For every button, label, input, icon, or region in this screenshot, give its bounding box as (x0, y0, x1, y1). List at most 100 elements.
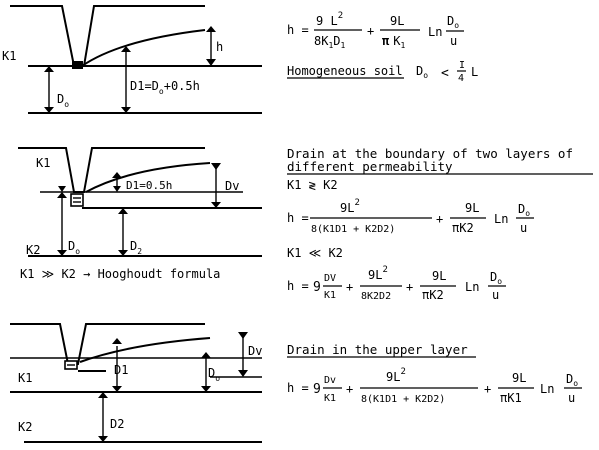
d1-arrow-bottom-1 (121, 107, 131, 113)
eq1-condition-l: L (471, 65, 478, 79)
d1-label-2: D1=0.5h (126, 179, 172, 192)
dv-label-3: Dv (248, 344, 262, 358)
eq1-h: h = (287, 23, 309, 37)
eq2-c-numerator: DV (324, 273, 336, 284)
d2-arrow-bottom-3 (98, 436, 108, 442)
eq2-a-numerator: 9L2 (340, 198, 360, 215)
eq1-condition-do: Do (416, 64, 428, 80)
eq2-ln: Ln (494, 212, 508, 226)
eq2-heading-line2: different permeability (287, 159, 453, 174)
hooghoudt-caption: K1 ≫ K2 → Hooghoudt formula (20, 267, 220, 281)
do-arrow-top-1 (44, 66, 54, 72)
ground-surface-2 (18, 147, 205, 193)
eq2-heading-line1: Drain at the boundary of two layers of (287, 146, 573, 161)
eq3-b-denominator: 8(K1D1 + K2D2) (361, 394, 445, 405)
do-label-2: Do (68, 239, 80, 256)
eq1-condition-text: Homogeneous soil (287, 64, 403, 78)
eq1-condition-less-than: < (441, 66, 449, 81)
water-table-curve-1 (81, 29, 206, 67)
eq2-d-numerator: 9L2 (368, 265, 388, 282)
k1-label-2: K1 (36, 156, 50, 170)
eq1-ln-denominator: u (450, 34, 457, 48)
eq1-ln: Ln (428, 25, 442, 39)
eq3-ln-denominator: u (568, 391, 575, 405)
eq2-plus-d: + (406, 280, 413, 294)
equation-upper-layer: Drain in the upper layer h = 9 Dv K1 + 9… (287, 342, 582, 405)
d1-arrow-top-3 (112, 338, 122, 344)
eq2-plus: + (436, 212, 443, 226)
do-arrow-top-3 (201, 352, 211, 358)
d1-arrow-top-1 (121, 46, 131, 52)
h-label-1: h (216, 40, 223, 54)
k1-label-1: K1 (2, 49, 16, 63)
eq1-term2-numerator: 9L (390, 14, 404, 28)
eq2-h2: h = (287, 279, 309, 293)
ground-surface-1 (10, 5, 205, 67)
d2-label-3: D2 (110, 417, 124, 431)
eq2-ln2-denominator: u (492, 288, 499, 302)
dv-label-2: Dv (225, 179, 239, 193)
eq2-ln2: Ln (465, 280, 479, 294)
d1-equation-label-1: D1=Do+0.5h (130, 79, 200, 96)
d2-arrow-bottom-2 (118, 250, 128, 256)
eq2-b-denominator: πK2 (452, 221, 474, 235)
dv-arrow-bottom-2 (211, 202, 221, 208)
d1-arrow-bottom-3 (112, 386, 122, 392)
eq2-ln-numerator: Do (518, 202, 530, 218)
h-arrow-head-1 (206, 59, 216, 66)
eq1-term1-denominator: 8K1D1 (314, 34, 346, 50)
eq3-b-numerator: 9L2 (386, 367, 406, 384)
eq2-b-numerator: 9L (465, 201, 479, 215)
k2-label-3: K2 (18, 420, 32, 434)
k1-label-3: K1 (18, 371, 32, 385)
eq2-a-denominator: 8(K1D1 + K2D2) (311, 224, 395, 235)
eq3-ln: Ln (540, 382, 554, 396)
eq2-condition-1: K1 ≷ K2 (287, 178, 338, 192)
eq1-term1-numerator: 9 L2 (316, 11, 343, 28)
diagram-upper-layer: K1 K2 D1 Dv Do D2 (10, 323, 262, 443)
eq2-e-numerator: 9L (432, 269, 446, 283)
marker-drain-left-2 (58, 186, 66, 192)
do-arrow-bottom-2 (57, 250, 67, 256)
eq1-plus: + (367, 24, 374, 38)
d1-arrow-top-2 (112, 172, 122, 178)
diagram-boundary: K1 K2 D1=0.5h Dv Do D2 K1 ≫ K2 → Hooghou… (18, 147, 262, 281)
drain-pipe-2 (70, 193, 84, 207)
d2-label-2: D2 (130, 239, 142, 256)
eq3-plus-a: + (346, 382, 353, 396)
diagram-homogeneous: K1 h Do D1=Do+0.5h (2, 5, 262, 114)
d2-arrow-top-2 (118, 208, 128, 214)
equation-boundary: Drain at the boundary of two layers of d… (287, 146, 593, 302)
dv-arrow-top-2 (211, 163, 221, 170)
do-arrow-bottom-3 (201, 386, 211, 392)
eq2-condition-2: K1 ≪ K2 (287, 246, 343, 260)
do-label-3: Do (208, 366, 220, 383)
eq3-h: h = (287, 381, 309, 395)
eq2-ln2-numerator: Do (490, 270, 502, 286)
eq3-heading: Drain in the upper layer (287, 342, 468, 357)
eq3-c-numerator: 9L (512, 371, 526, 385)
dv-arrow-bottom-3 (238, 370, 248, 377)
eq3-a-prefactor: 9 (313, 382, 321, 397)
eq3-ln-numerator: Do (566, 372, 578, 388)
do-arrow-bottom-1 (44, 107, 54, 113)
eq2-d-denominator: 8K2D2 (361, 291, 391, 302)
do-arrow-top-2 (57, 192, 67, 198)
eq1-condition-frac-den: 4 (458, 73, 464, 84)
eq3-a-numerator: Dv (324, 375, 336, 386)
dv-arrow-top-3 (238, 332, 248, 339)
h-arrow-tail-1 (206, 26, 216, 32)
do-label-1: Do (57, 92, 69, 109)
d2-arrow-top-3 (98, 392, 108, 398)
eq2-ln-denominator: u (520, 221, 527, 235)
water-table-curve-2 (85, 162, 211, 193)
eq1-condition-frac-num: I (459, 60, 465, 71)
d1-label-3: D1 (114, 363, 128, 377)
eq1-ln-numerator: Do (447, 14, 459, 30)
eq2-plus-c: + (346, 280, 353, 294)
eq2-c-denominator: K1 (324, 290, 336, 301)
